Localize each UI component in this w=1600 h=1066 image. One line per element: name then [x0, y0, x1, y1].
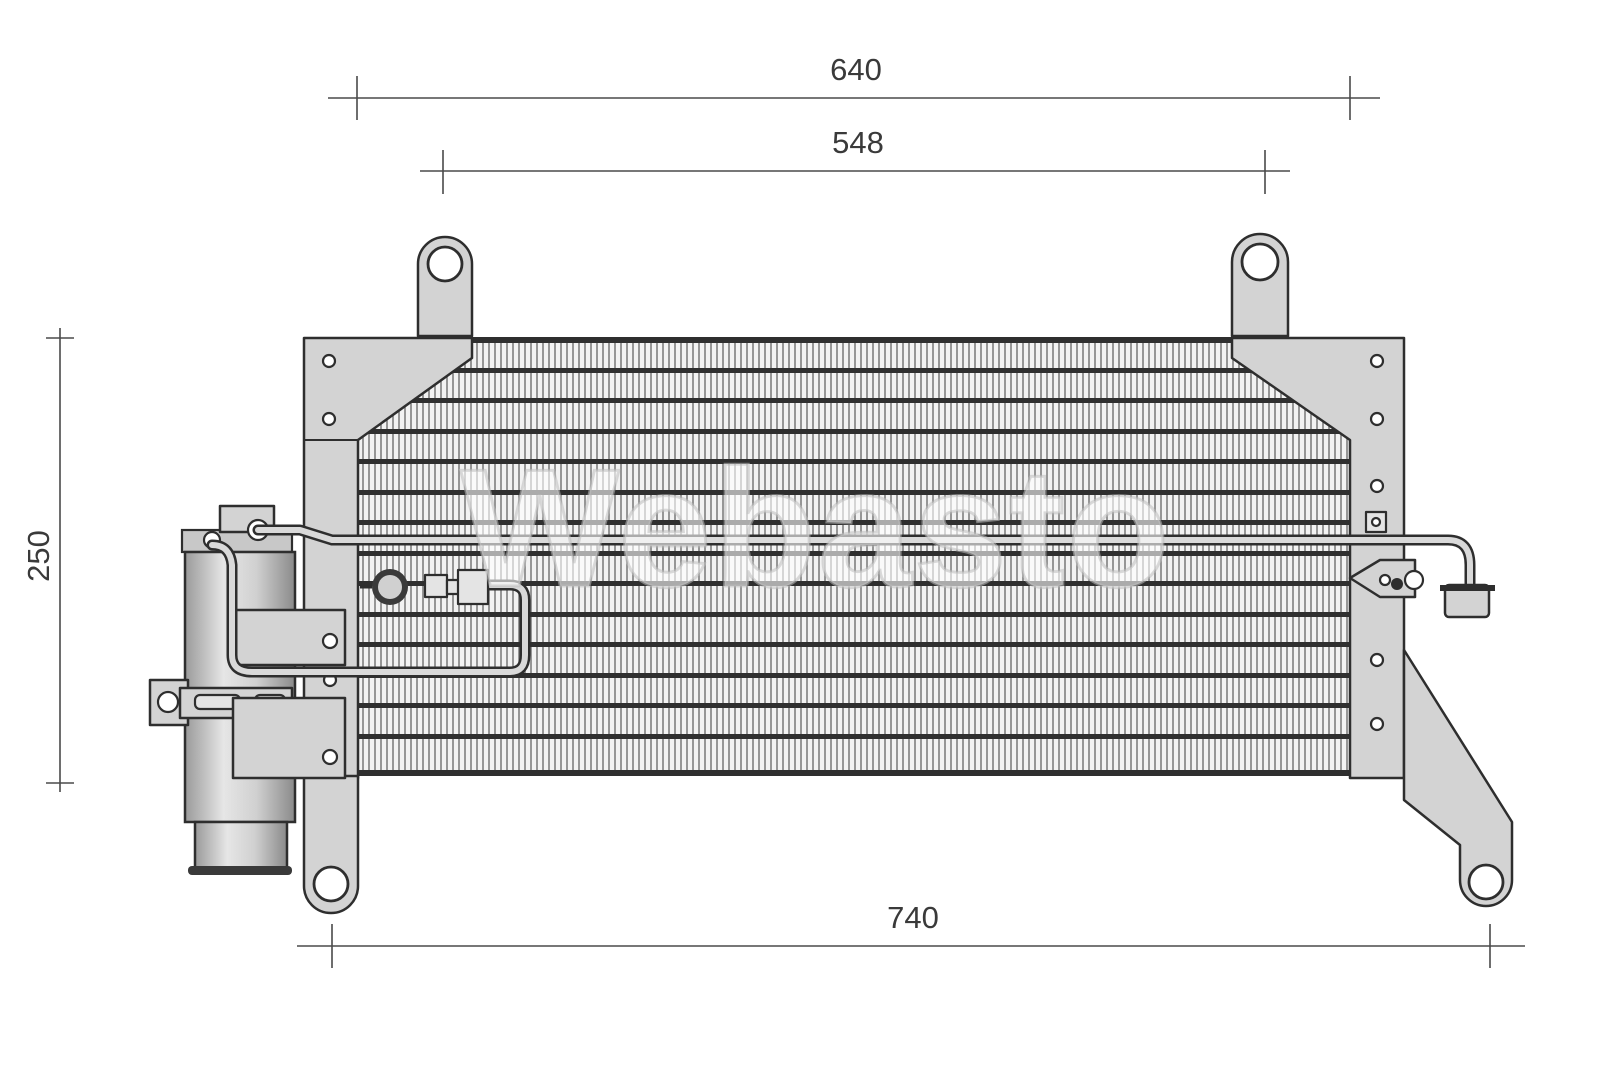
bottom-left-mounting-lug: [302, 774, 360, 915]
bottom-right-mounting-arm: [1402, 648, 1514, 908]
condenser-core: [350, 337, 1352, 776]
dimension-548-label: 548: [832, 125, 884, 160]
outlet-fitting: [1348, 558, 1495, 619]
dimension-640: 640: [328, 52, 1380, 120]
right-side-bracket: [1230, 336, 1406, 780]
dimension-250-label: 250: [21, 530, 56, 582]
dimension-548: 548: [420, 125, 1290, 194]
top-right-mounting-lug: [1230, 232, 1290, 338]
outlet-pipe: [252, 524, 1476, 591]
dimension-250: 250: [21, 328, 74, 792]
inlet-fitting: [360, 568, 490, 606]
dimension-740-label: 740: [887, 900, 939, 935]
inlet-pipe: [206, 539, 531, 678]
dimension-640-label: 640: [830, 52, 882, 87]
drier-mounting-clamp: [148, 608, 347, 780]
webasto-watermark: Webasto: [460, 434, 1171, 622]
top-left-mounting-lug: [416, 235, 474, 338]
dimension-740: 740: [297, 900, 1525, 968]
core-tubes: [350, 337, 1352, 776]
